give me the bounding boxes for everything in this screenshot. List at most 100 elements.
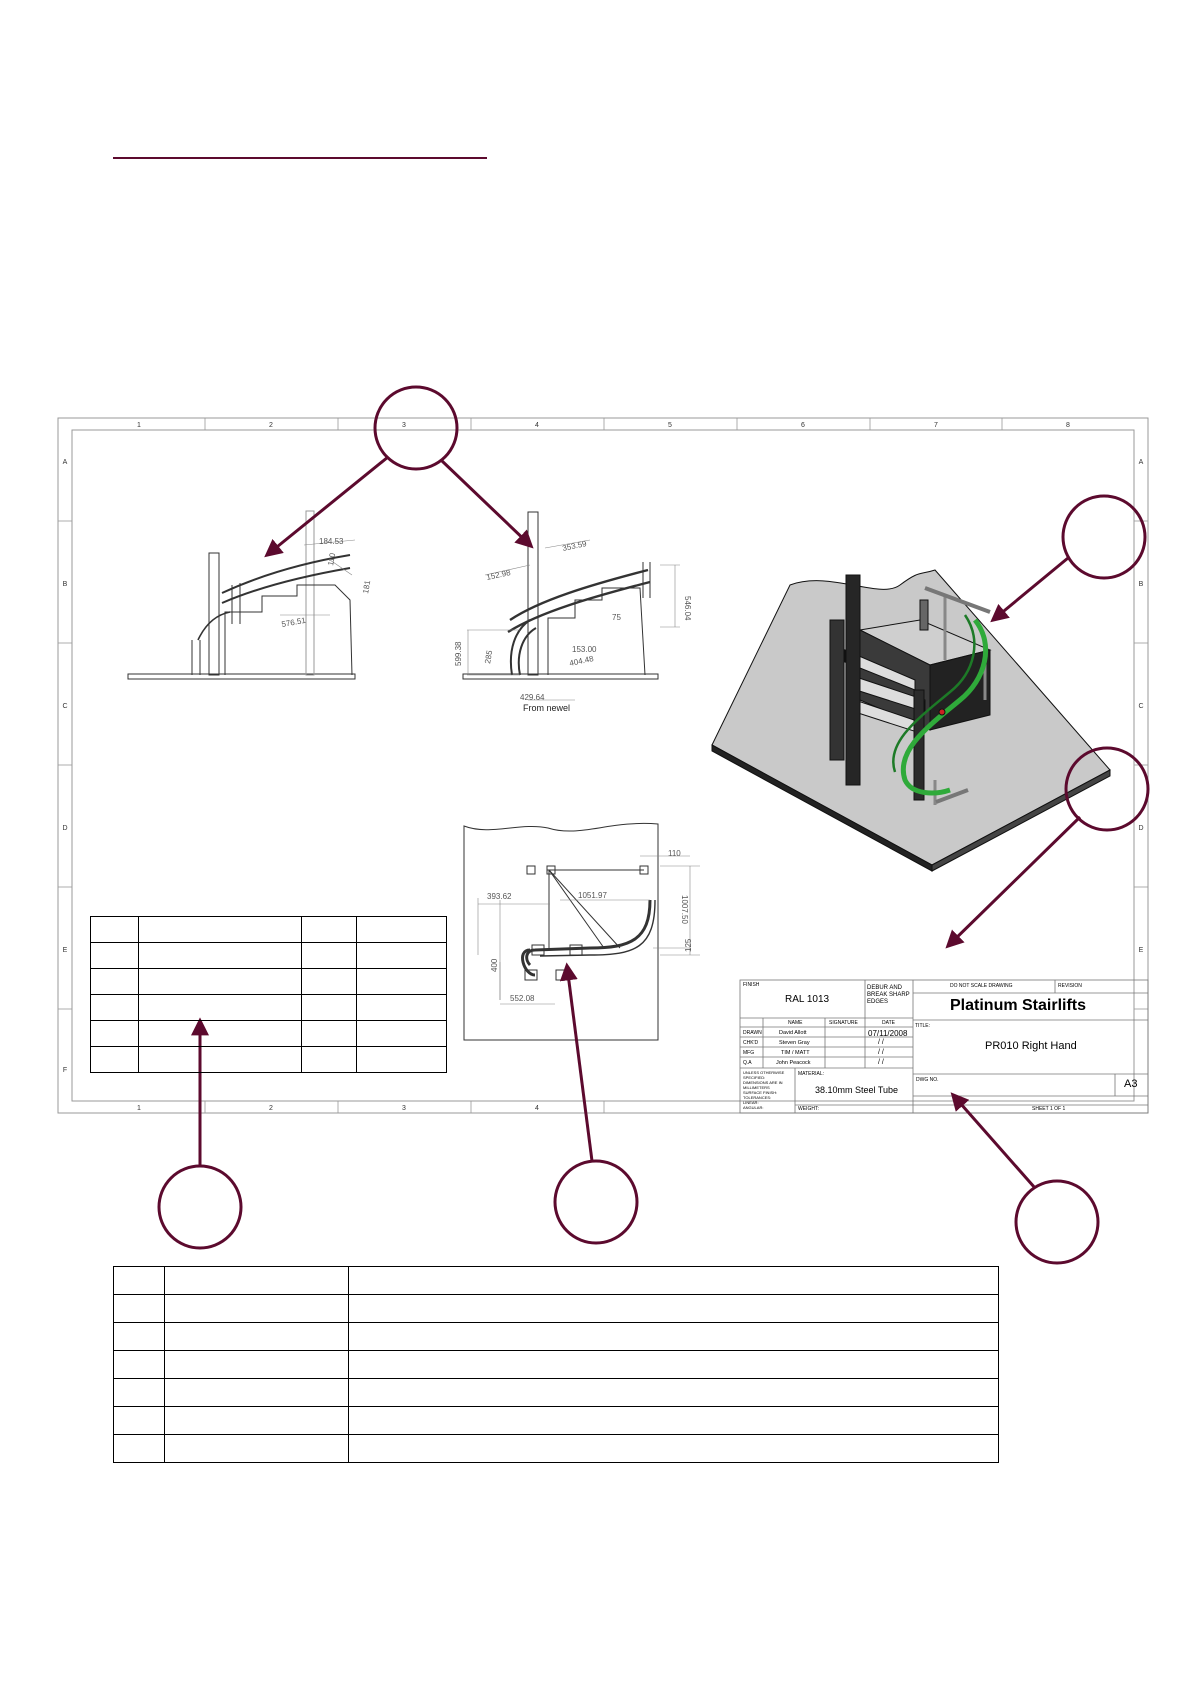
front-view — [127, 510, 356, 680]
svg-text:181: 181 — [361, 579, 372, 594]
name-col-header: NAME — [788, 1020, 803, 1026]
inner-blank-table — [90, 916, 447, 1073]
from-newel-note: From newel — [523, 703, 570, 713]
role-checked: CHK'D — [743, 1040, 759, 1046]
callout-circle-2 — [1061, 494, 1147, 580]
dwg-no-label: DWG NO. — [916, 1077, 939, 1083]
front-view-dimensions: 184.53 110 181 576.51 — [281, 537, 373, 629]
title-label: TITLE: — [915, 1023, 931, 1029]
table-row — [113, 1322, 1000, 1351]
svg-text:110: 110 — [668, 849, 681, 858]
date-col-header: DATE — [882, 1020, 895, 1026]
svg-text:A: A — [63, 459, 68, 466]
sheet-frame — [57, 417, 1149, 1114]
svg-text:C: C — [1138, 703, 1143, 710]
svg-text:F: F — [63, 1067, 67, 1074]
svg-text:153.00: 153.00 — [572, 645, 597, 654]
svg-text:75: 75 — [612, 613, 621, 622]
plan-view-dimensions: 110 393.62 1051.97 1007.50 400 552.08 12… — [487, 849, 693, 1003]
callout-circle-6 — [1014, 1179, 1100, 1265]
svg-text:429.64: 429.64 — [520, 693, 545, 702]
date-qa: / / — [878, 1059, 884, 1066]
svg-text:353.59: 353.59 — [562, 539, 588, 553]
svg-text:576.51: 576.51 — [281, 616, 307, 629]
svg-text:E: E — [1139, 947, 1144, 954]
bottom-blank-table — [113, 1266, 1000, 1463]
name-qa: John Peacock — [776, 1060, 811, 1066]
deburr-note: DEBUR AND BREAK SHARP EDGES — [867, 985, 910, 1005]
svg-text:3: 3 — [402, 1105, 406, 1112]
svg-text:B: B — [1139, 581, 1144, 588]
table-row — [90, 942, 447, 969]
callouts — [157, 385, 1150, 1265]
svg-text:7: 7 — [934, 422, 938, 429]
material-value: 38.10mm Steel Tube — [815, 1085, 899, 1095]
svg-text:5: 5 — [668, 422, 672, 429]
svg-text:1051.97: 1051.97 — [578, 891, 607, 900]
isometric-view — [711, 569, 1111, 872]
sheet-number: SHEET 1 OF 1 — [1032, 1106, 1066, 1112]
svg-text:1007.50: 1007.50 — [680, 895, 689, 924]
svg-text:285: 285 — [483, 649, 494, 664]
date-checked: / / — [878, 1039, 884, 1046]
callout-circle-5 — [553, 1159, 639, 1245]
svg-text:404.48: 404.48 — [569, 654, 595, 668]
name-drawn: David Allott — [779, 1030, 807, 1036]
company-name: Platinum Stairlifts — [950, 997, 1087, 1014]
svg-text:C: C — [62, 703, 67, 710]
table-row — [113, 1266, 1000, 1295]
side-view — [462, 511, 680, 701]
svg-text:599.38: 599.38 — [454, 641, 463, 666]
table-row — [113, 1378, 1000, 1407]
plan-view — [463, 822, 700, 1041]
signature-col-header: SIGNATURE — [829, 1020, 858, 1026]
svg-text:152.98: 152.98 — [486, 568, 512, 582]
revision-label: REVISION — [1058, 983, 1082, 989]
role-qa: Q.A — [743, 1060, 752, 1066]
date-drawn: 07/11/2008 — [868, 1029, 908, 1038]
svg-text:393.62: 393.62 — [487, 892, 512, 901]
side-view-dimensions: 152.98 353.59 546.04 599.38 285 153.00 4… — [454, 539, 692, 713]
svg-text:2: 2 — [269, 422, 273, 429]
svg-text:2: 2 — [269, 1105, 273, 1112]
svg-text:1: 1 — [137, 1105, 141, 1112]
svg-text:552.08: 552.08 — [510, 994, 535, 1003]
table-row — [90, 994, 447, 1021]
finish-label: FINISH — [743, 982, 760, 988]
svg-text:8: 8 — [1066, 422, 1070, 429]
svg-text:3: 3 — [402, 422, 406, 429]
svg-text:125: 125 — [684, 938, 693, 952]
svg-text:1: 1 — [137, 422, 141, 429]
table-row — [90, 1020, 447, 1047]
svg-text:D: D — [62, 825, 67, 832]
table-row — [90, 916, 447, 943]
svg-text:6: 6 — [801, 422, 805, 429]
do-not-scale-note: DO NOT SCALE DRAWING — [950, 983, 1013, 989]
svg-text:E: E — [63, 947, 68, 954]
weight-label: WEIGHT: — [798, 1106, 819, 1112]
svg-text:4: 4 — [535, 422, 539, 429]
name-checked: Steven Gray — [779, 1040, 810, 1046]
title-underline — [113, 157, 487, 159]
material-label: MATERIAL: — [798, 1071, 825, 1077]
callout-circle-1 — [373, 385, 459, 471]
table-row — [113, 1350, 1000, 1379]
table-row — [113, 1406, 1000, 1435]
table-row — [113, 1294, 1000, 1323]
sheet-zone-labels: 1 2 3 4 5 6 7 8 1 2 3 4 A B C D E F A B … — [62, 422, 1143, 1112]
sheet-size: A3 — [1124, 1078, 1138, 1090]
svg-text:A: A — [1139, 459, 1144, 466]
svg-text:4: 4 — [535, 1105, 539, 1112]
finish-value: RAL 1013 — [785, 994, 830, 1005]
svg-text:D: D — [1138, 825, 1143, 832]
svg-text:110: 110 — [326, 552, 337, 567]
table-row — [90, 968, 447, 995]
svg-text:B: B — [63, 581, 68, 588]
table-row — [113, 1434, 1000, 1463]
svg-text:400: 400 — [490, 958, 499, 972]
svg-text:546.04: 546.04 — [683, 596, 692, 621]
date-mfg: / / — [878, 1049, 884, 1056]
table-row — [90, 1046, 447, 1073]
title-block-frame — [739, 979, 1149, 1114]
